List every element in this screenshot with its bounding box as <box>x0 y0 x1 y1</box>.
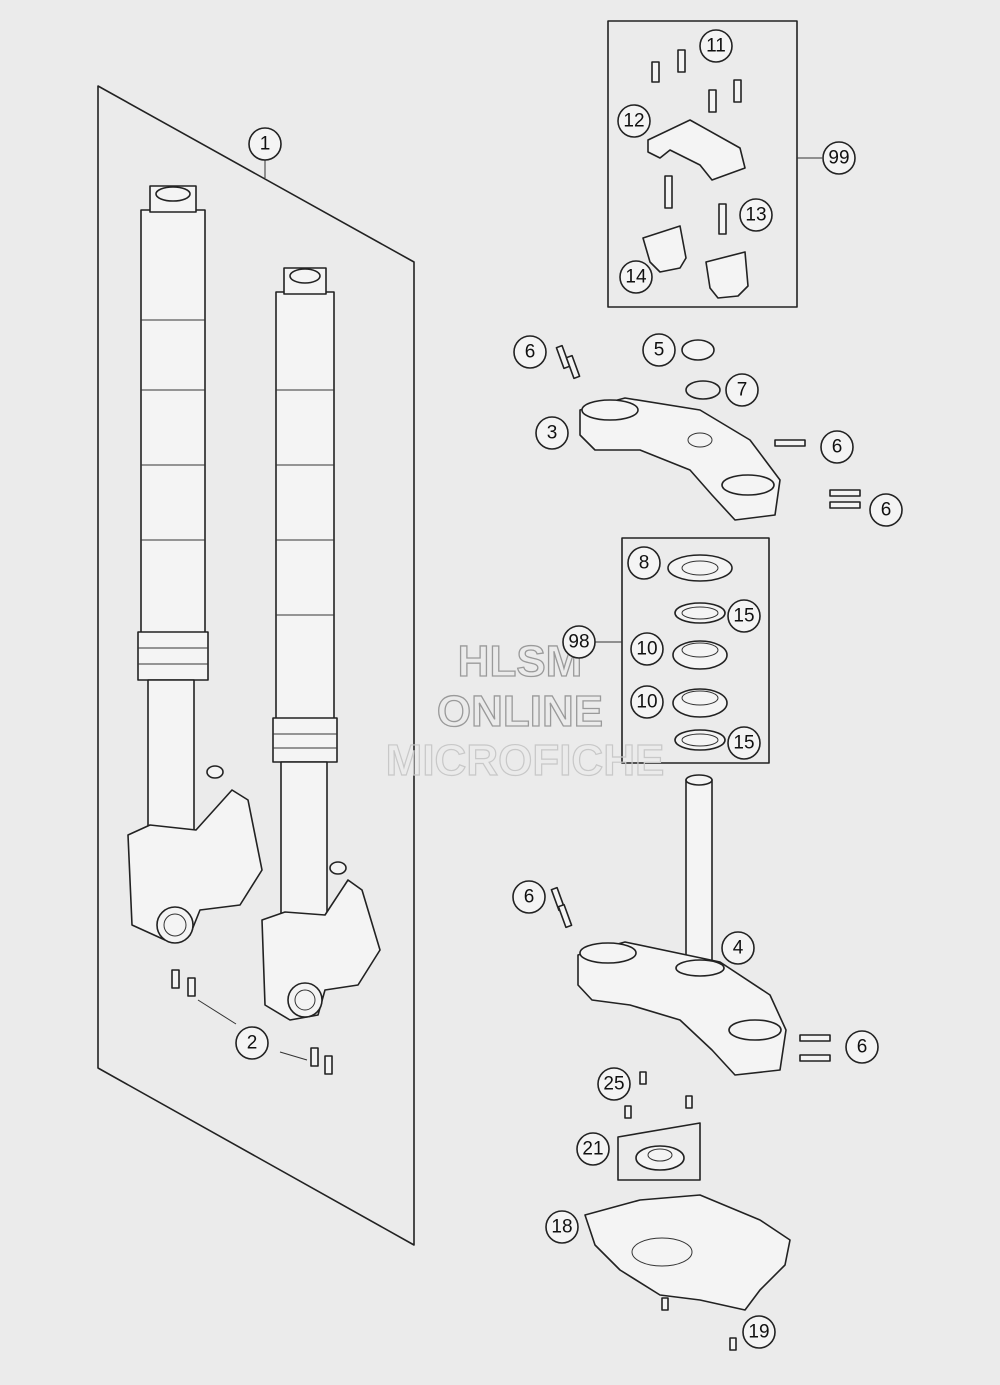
callout-6d-label: 6 <box>524 887 535 908</box>
callout-21: 21 <box>576 1132 610 1166</box>
callout-6c-label: 6 <box>881 500 892 521</box>
bearing-kit-parts <box>667 554 733 751</box>
watermark: HLSM ONLINE MICROFICHE <box>385 636 665 785</box>
callout-19-label: 19 <box>748 1322 769 1343</box>
watermark-line1: HLSM <box>458 637 583 686</box>
left-fork-leg <box>127 185 263 944</box>
callout-21-label: 21 <box>582 1139 603 1160</box>
callout-15a-label: 15 <box>733 606 754 627</box>
callout-7-label: 7 <box>737 380 748 401</box>
callout-6e-label: 6 <box>857 1037 868 1058</box>
callout-15b-label: 15 <box>733 733 754 754</box>
callout-15b: 15 <box>727 726 761 760</box>
callout-99: 99 <box>822 141 856 175</box>
cover-parts <box>624 1071 693 1171</box>
callout-3: 3 <box>535 416 569 450</box>
callout-3-label: 3 <box>547 423 558 444</box>
callout-18-label: 18 <box>551 1217 572 1238</box>
callout-8-label: 8 <box>639 553 650 574</box>
callout-6a: 6 <box>513 335 547 369</box>
callout-6b: 6 <box>820 430 854 464</box>
callout-4: 4 <box>721 931 755 965</box>
clamp-kit-parts <box>642 49 749 299</box>
callout-1-label: 1 <box>260 134 271 155</box>
axle-clamp-bolts <box>171 969 333 1075</box>
callout-5: 5 <box>642 333 676 367</box>
callout-6d: 6 <box>512 880 546 914</box>
callout-6e: 6 <box>845 1030 879 1064</box>
callout-15a: 15 <box>727 599 761 633</box>
callout-6a-label: 6 <box>525 342 536 363</box>
callout-11-label: 11 <box>706 36 726 57</box>
callout-13: 13 <box>739 198 773 232</box>
callout-19: 19 <box>742 1315 776 1349</box>
upper-triple-clamp <box>555 339 861 521</box>
callout-7: 7 <box>725 373 759 407</box>
callout-12-label: 12 <box>623 111 644 132</box>
cover-frame <box>617 1122 701 1181</box>
callout-13-label: 13 <box>745 205 766 226</box>
guard-plate <box>584 1194 791 1351</box>
callout-98: 98 <box>562 625 596 659</box>
callouts: 1 2 3 4 5 6 6 6 6 6 7 8 10 10 11 12 13 1… <box>235 29 903 1349</box>
callout-6b-label: 6 <box>832 437 843 458</box>
callout-10a-label: 10 <box>636 639 657 660</box>
right-fork-leg <box>261 267 381 1021</box>
callout-98-label: 98 <box>568 632 589 653</box>
callout-25: 25 <box>597 1067 631 1101</box>
callout-12: 12 <box>617 104 651 138</box>
callout-10a: 10 <box>630 632 664 666</box>
callout-2: 2 <box>235 1026 269 1060</box>
callout-2-label: 2 <box>247 1033 258 1054</box>
lower-triple-clamp <box>550 774 831 1076</box>
callout-10b-label: 10 <box>636 692 657 713</box>
callout-99-label: 99 <box>828 148 849 169</box>
callout-5-label: 5 <box>654 340 665 361</box>
callout-1: 1 <box>248 127 282 161</box>
callout-8: 8 <box>627 546 661 580</box>
callout-4-label: 4 <box>733 938 744 959</box>
callout-14-label: 14 <box>625 267 647 288</box>
callout-11: 11 <box>699 29 733 63</box>
watermark-line2: ONLINE <box>437 687 603 736</box>
clamp-kit-frame <box>607 20 798 308</box>
watermark-line3: MICROFICHE <box>386 736 665 785</box>
fork-group-frame <box>97 85 415 1246</box>
bearing-kit-frame <box>621 537 770 764</box>
callout-14: 14 <box>619 260 653 294</box>
callout-18: 18 <box>545 1210 579 1244</box>
callout-25-label: 25 <box>603 1074 624 1095</box>
callout-6c: 6 <box>869 493 903 527</box>
callout-10b: 10 <box>630 685 664 719</box>
